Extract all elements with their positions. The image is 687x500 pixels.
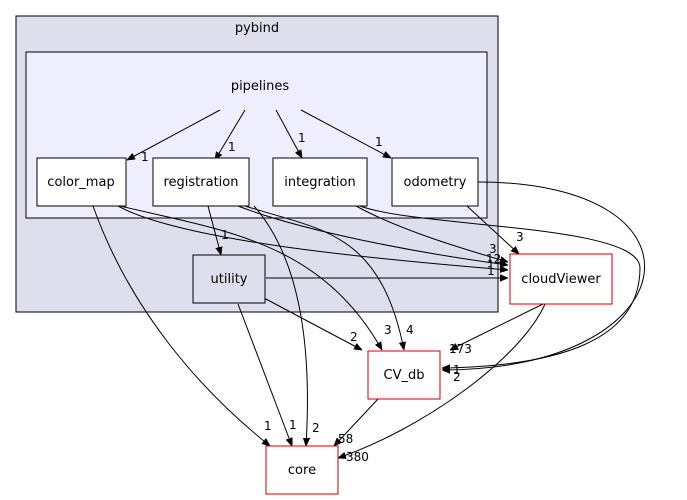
edge-color_map-cloudViewer	[117, 205, 508, 270]
cluster-pipelines-label: pipelines	[231, 79, 290, 94]
edge-label: 1	[453, 363, 461, 377]
node-color_map-label: color_map	[47, 175, 114, 190]
edges	[92, 109, 645, 458]
edge-label: 1	[141, 150, 149, 164]
edge-label: 3	[384, 323, 392, 337]
edge-registration-cv_db	[244, 205, 404, 350]
edge-cloudViewer-cv_db	[450, 303, 544, 350]
edge-label: 2	[312, 421, 320, 435]
edge-label: 1	[298, 131, 306, 145]
node-odometry-label: odometry	[404, 175, 467, 190]
edge-label: 3	[516, 230, 524, 244]
edge-registration-cloudViewer	[237, 205, 508, 265]
edge-label: 12	[486, 252, 501, 266]
node-core[interactable]: core	[265, 445, 339, 495]
cluster-pybind-label: pybind	[235, 21, 279, 36]
edge-pipelines-odometry	[300, 109, 391, 158]
edge-integration-cv_db	[359, 205, 641, 368]
edge-label: 4	[406, 323, 414, 337]
node-registration[interactable]: registration	[152, 157, 250, 207]
edge-color_map-cv_db	[119, 205, 382, 350]
edge-integration-cloudViewer	[355, 205, 508, 262]
edge-label: 1	[264, 419, 272, 433]
edge-utility-cv_db	[263, 297, 362, 350]
node-utility[interactable]: utility	[192, 254, 266, 304]
edge-label: 2	[453, 370, 461, 384]
node-integration[interactable]: integration	[272, 157, 368, 207]
edge-label: 173	[449, 342, 472, 356]
edge-label: 1	[228, 140, 236, 154]
node-registration-label: registration	[163, 175, 238, 190]
edge-label: 2	[350, 330, 358, 344]
node-integration-label: integration	[284, 175, 355, 190]
node-cloudViewer[interactable]: cloudViewer	[509, 253, 613, 305]
node-cloudViewer-label: cloudViewer	[521, 272, 601, 287]
edge-label: 1	[289, 418, 297, 432]
edge-labels: 1 1 1 1 1 3 3 12 1 1 2 3 4 173 1 2 1 1 2…	[141, 131, 524, 464]
edge-label: 1	[487, 258, 495, 272]
edge-label: 380	[346, 450, 369, 464]
edge-cloudViewer-core	[338, 303, 546, 458]
edge-registration-utility	[207, 205, 221, 255]
node-cv_db[interactable]: CV_db	[367, 350, 441, 400]
edge-pipelines-color_map	[127, 109, 221, 160]
edge-registration-core	[253, 205, 308, 446]
edge-color_map-core	[92, 205, 270, 446]
edge-pipelines-registration	[215, 109, 246, 160]
node-color_map[interactable]: color_map	[36, 157, 127, 207]
node-utility-label: utility	[211, 272, 248, 287]
edge-label: 1	[221, 228, 229, 242]
edge-label: 58	[338, 432, 353, 446]
edge-utility-core	[237, 303, 292, 446]
edge-pipelines-integration	[275, 109, 302, 158]
node-odometry[interactable]: odometry	[391, 157, 479, 207]
edge-odometry-cloudViewer	[466, 205, 519, 254]
node-cv_db-label: CV_db	[384, 368, 425, 383]
edge-label: 1	[487, 264, 495, 278]
node-core-label: core	[288, 463, 316, 478]
edge-label: 3	[489, 242, 497, 256]
edge-label: 1	[375, 135, 383, 149]
edge-cv_db-core	[334, 398, 379, 446]
